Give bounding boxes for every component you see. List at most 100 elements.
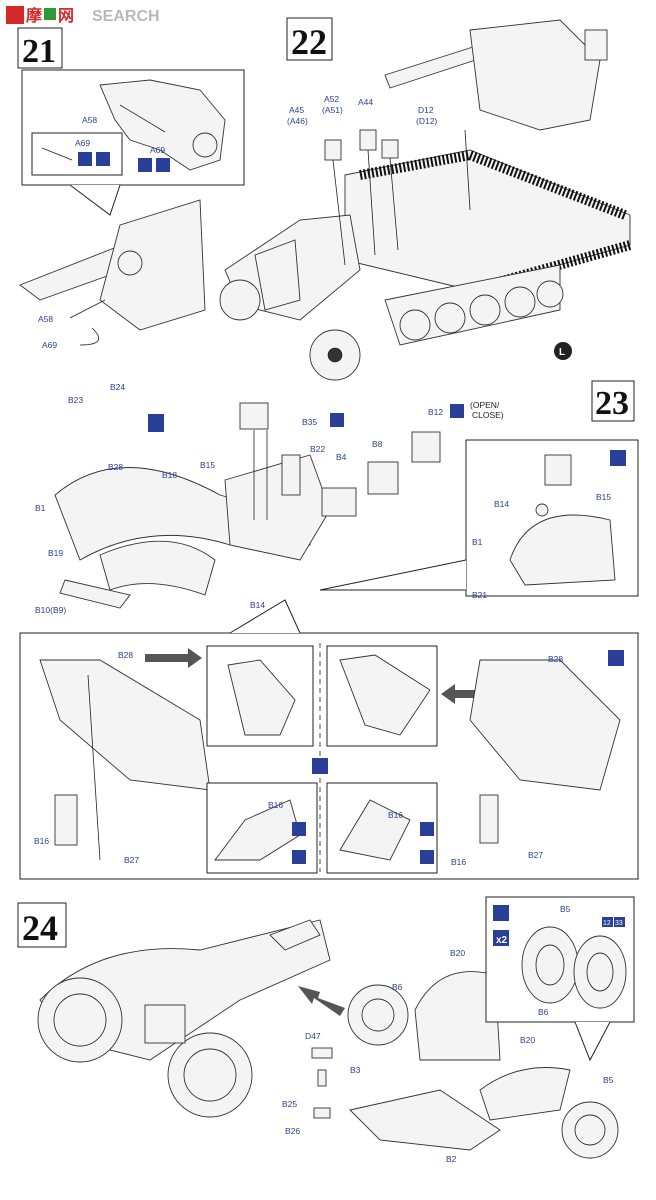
fender-b10 [59,579,131,609]
label-b5: B5 [603,1075,614,1085]
label-b15-inset: B15 [596,492,611,502]
label-b1: B1 [35,503,46,513]
label-a46: (A46) [287,116,308,126]
road-wheel-1 [399,309,431,341]
label-b25: B25 [282,1099,297,1109]
part-b15-inset [544,454,572,486]
tire-code-b: 33 [615,920,623,927]
label-a51: (A51) [322,105,343,115]
label-b22: B22 [310,444,325,454]
count-text: x2 [496,935,508,946]
front-wheel-left [219,279,261,321]
rotate-icon [312,758,328,774]
label-b26: B26 [285,1126,300,1136]
label-b27-left: B27 [124,855,139,865]
label-b20: B20 [450,948,465,958]
label-a44: A44 [358,97,373,107]
arrow-left-icon [441,684,482,704]
step-23-box [591,380,635,422]
road-wheel-2 [434,302,466,334]
leader-a52 [367,149,376,256]
wheel-left-rim [53,993,107,1047]
part-a52 [359,129,377,151]
gun-mount [99,199,206,331]
label-a69: A69 [42,340,57,350]
marker-l-text: L [559,347,565,358]
mudguard-box [144,1004,186,1044]
label-a69-subinset: A69 [75,138,90,148]
label-b27-right: B27 [528,850,543,860]
label-b10: B10(B9) [35,605,66,615]
fender-right [224,454,331,561]
inset-b16-right-drawing [339,799,411,861]
axle-b2 [349,1089,501,1151]
glue-icon [292,822,306,836]
part-a45 [324,139,342,161]
label-b2: B2 [446,1154,457,1164]
radiator-grille [254,239,301,311]
tire-code-badge-a [602,917,613,927]
label-b3: B3 [350,1065,361,1075]
glue-icon [493,905,509,921]
part-b26 [313,1107,331,1119]
part-b4 [321,487,357,517]
note-open: (OPEN/ [470,400,500,410]
leader-d12 [464,129,471,211]
handwheel-detail [192,132,218,158]
label-a69-inset: A69 [150,145,165,155]
label-b18: B18 [162,470,177,480]
flak-mount [469,19,601,131]
step-22: 22 A45 (A46) A52 (A51) A44 D12 (D12) [219,17,632,381]
label-b16-left: B16 [34,836,49,846]
watermark-cn-suffix: 网 [58,7,74,25]
label-a52: A52 [324,94,339,104]
glue-icon [78,152,92,166]
fender-inset [509,514,616,586]
glue-icon [610,450,626,466]
label-a45: A45 [289,105,304,115]
leader-a58-inset [119,104,166,133]
cement-icon [148,414,164,432]
watermark: 摩 网 SEARCH [6,6,160,25]
step-22-box [286,17,333,61]
paint-icon [420,850,434,864]
gun-pivot [117,250,143,276]
part-b12 [411,431,441,463]
label-b8: B8 [372,439,383,449]
label-b23: B23 [68,395,83,405]
label-b15: B15 [200,460,215,470]
rotate-icon [156,158,170,172]
gun-seat [584,29,608,61]
step-21: 21 A58 A69 A69 A58 A69 [17,27,245,350]
tire-b6-rim [535,944,565,986]
step-22-number: 22 [291,22,327,62]
label-b28-top: B28 [108,462,123,472]
label-b14-inset: B14 [494,499,509,509]
tire-b5-rim [586,952,614,992]
label-b24: B24 [110,382,125,392]
inset-b16-left-drawing [214,799,301,861]
watermark-en: SEARCH [92,8,160,25]
part-a44 [381,139,399,159]
step-23: 23 B23 B24 B28 B18 B15 B1 B19 B10(B9) B1… [35,380,639,615]
label-b4: B4 [336,452,347,462]
label-b28-right: B28 [548,654,563,664]
step-21-callout [69,184,121,216]
inset-b28-left-drawing [227,659,296,736]
wheel-b6-rim [361,998,395,1032]
label-b20-right: B20 [520,1035,535,1045]
label-d12: D12 [418,105,434,115]
wheel-right-rim [183,1048,237,1102]
leader-a58 [69,299,106,319]
step-23-subassembly: B28 B16 B27 B28 B16 B27 B16 B16 [19,599,639,880]
step-21-number: 21 [22,33,56,70]
bed-track-edge [359,149,627,220]
glue-icon [420,822,434,836]
subassembly-callout [229,599,301,634]
leader-a44 [389,157,399,251]
label-b16-inset-left: B16 [268,800,283,810]
fender-b19 [99,540,216,596]
label-b28-left: B28 [118,650,133,660]
part-b25 [317,1069,327,1087]
